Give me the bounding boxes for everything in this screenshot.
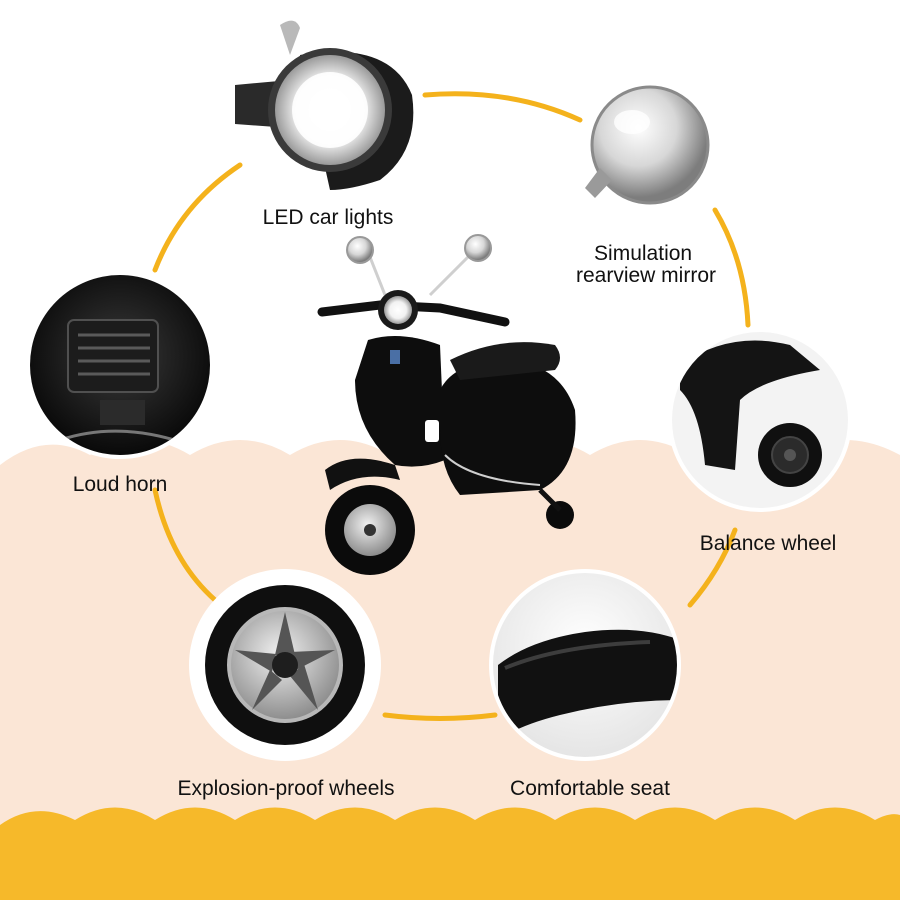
led-lights-feature: LED car lights [235,20,414,229]
headlight-icon [235,20,414,191]
scooter-illustration [317,234,576,575]
mirror-feature: Simulation rearview mirror [576,85,716,287]
wheels-label: Explosion-proof wheels [177,777,394,800]
horn-icon [59,319,191,447]
led-lights-label: LED car lights [263,206,394,229]
balance-wheel-icon [680,340,822,487]
balance-wheel-label: Balance wheel [700,532,837,555]
seat-icon [498,629,677,740]
cream-scallop-background [0,440,900,900]
wheel-icon [205,585,365,745]
horn-label: Loud horn [73,473,168,496]
balance-wheel-feature: Balance wheel [668,328,852,555]
connector-ring [152,91,751,721]
horn-feature: Loud horn [26,271,214,496]
mirror-icon [585,85,710,205]
seat-label: Comfortable seat [510,777,670,800]
orange-bottom-band [0,807,900,900]
mirror-label: Simulation rearview mirror [576,242,716,287]
mirror-label-line1: Simulation [594,242,692,265]
seat-feature: Comfortable seat [489,569,681,800]
mirror-label-line2: rearview mirror [576,264,716,287]
wheels-feature: Explosion-proof wheels [177,569,395,800]
